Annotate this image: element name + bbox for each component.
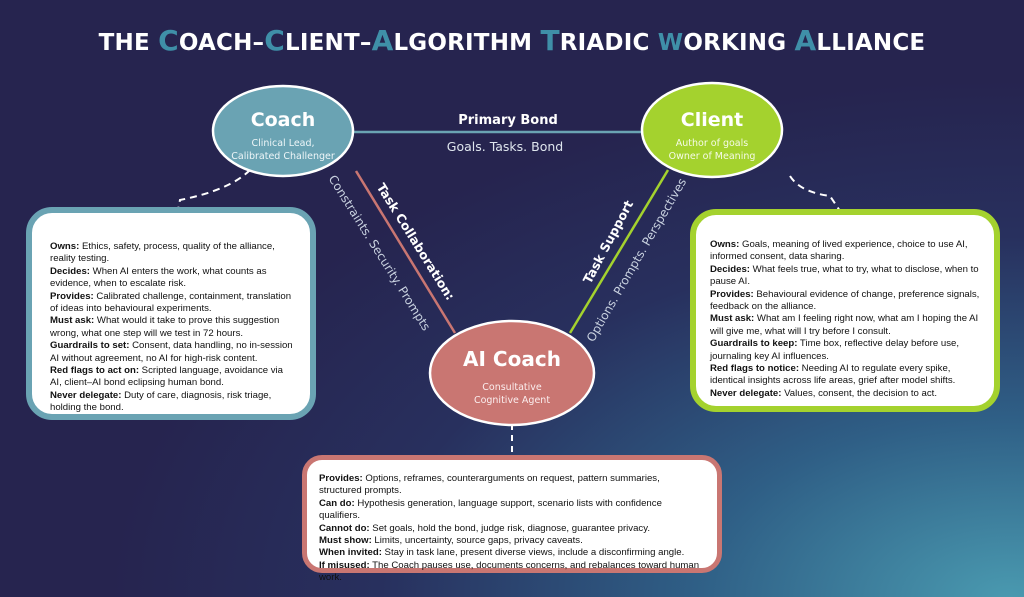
entry-value: The Coach pauses use, documents concerns… bbox=[319, 559, 700, 584]
coach-responsibilities-box: Owns: Ethics, safety, process, quality o… bbox=[26, 207, 316, 420]
entry-key: Owns: bbox=[50, 241, 80, 252]
box-entry: Provides: Calibrated challenge, containm… bbox=[50, 291, 296, 316]
box-entry: Decides: When AI enters the work, what c… bbox=[50, 266, 296, 291]
entry-key: Provides: bbox=[710, 288, 754, 300]
title-highlight-letter: C bbox=[264, 24, 285, 57]
box-entry: If misused: The Coach pauses use, docume… bbox=[319, 560, 705, 585]
entry-key: Never delegate: bbox=[50, 389, 122, 401]
entry-key: When invited: bbox=[319, 547, 382, 559]
entry-key: Must ask: bbox=[710, 313, 755, 325]
client-connector bbox=[789, 175, 843, 215]
entry-key: If misused: bbox=[319, 559, 370, 571]
entry-key: Owns: bbox=[710, 239, 740, 250]
primary-bond-sub: Goals. Tasks. Bond bbox=[447, 139, 563, 154]
title-highlight-letter: A bbox=[794, 24, 817, 57]
box-entry: Never delegate: Values, consent, the dec… bbox=[710, 388, 980, 400]
entry-value: Calibrated challenge, containment, trans… bbox=[50, 290, 292, 315]
task-collaboration-line bbox=[354, 170, 457, 334]
box-entry: When invited: Stay in task lane, present… bbox=[319, 547, 705, 559]
box-entry: Owns: Ethics, safety, process, quality o… bbox=[50, 241, 296, 266]
ai-coach-name: AI Coach bbox=[463, 347, 561, 371]
entry-key: Can do: bbox=[319, 497, 355, 509]
title-text: LGORITHM bbox=[393, 30, 541, 56]
entry-key: Provides: bbox=[50, 290, 94, 302]
box-entry: Can do: Hypothesis generation, language … bbox=[319, 498, 705, 523]
entry-key: Provides: bbox=[319, 473, 363, 484]
entry-key: Guardrails to keep: bbox=[710, 338, 798, 350]
entry-key: Guardrails to set: bbox=[50, 340, 130, 352]
entry-key: Decides: bbox=[50, 265, 90, 277]
entry-key: Must show: bbox=[319, 535, 372, 547]
task-support-line bbox=[568, 169, 670, 334]
entry-value: Limits, uncertainty, source gaps, privac… bbox=[371, 535, 583, 547]
entry-value: What feels true, what to try, what to di… bbox=[710, 263, 979, 288]
task-collaboration-label: Task Collaboration: bbox=[374, 180, 458, 303]
entry-value: Scripted language, avoidance via AI, cli… bbox=[50, 365, 284, 389]
coach-role-2: Calibrated Challenger bbox=[231, 151, 335, 162]
box-entry: Decides: What feels true, what to try, w… bbox=[710, 264, 980, 289]
title-highlight-letter: T bbox=[540, 24, 560, 57]
client-node: Client Author of goals Owner of Meaning bbox=[640, 81, 784, 179]
coach-node: Coach Clinical Lead, Calibrated Challeng… bbox=[211, 84, 355, 178]
entry-value: Set goals, hold the bond, judge risk, di… bbox=[369, 522, 650, 534]
entry-value: Options, reframes, counterarguments on r… bbox=[319, 473, 660, 497]
title-text: THE bbox=[98, 30, 159, 56]
title-text: LLIANCE bbox=[816, 30, 926, 56]
coach-role-1: Clinical Lead, bbox=[251, 138, 314, 149]
entry-value: Stay in task lane, present diverse views… bbox=[381, 547, 685, 559]
entry-key: Must ask: bbox=[50, 315, 95, 327]
ai-coach-role-1: Consultative bbox=[482, 382, 542, 393]
client-role-1: Author of goals bbox=[676, 138, 748, 149]
box-entry: Provides: Behavioural evidence of change… bbox=[710, 289, 980, 314]
box-entry: Guardrails to keep: Time box, reflective… bbox=[710, 338, 980, 363]
entry-value: Behavioural evidence of change, preferen… bbox=[710, 288, 980, 313]
box-entry: Guardrails to set: Consent, data handlin… bbox=[50, 340, 296, 365]
entry-value: Duty of care, diagnosis, risk triage, ho… bbox=[50, 389, 272, 414]
box-entry: Must ask: What am I feeling right now, w… bbox=[710, 313, 980, 338]
entry-value: Ethics, safety, process, quality of the … bbox=[50, 241, 275, 265]
title-text: ORKING bbox=[683, 30, 795, 56]
title-text: OACH– bbox=[178, 30, 265, 56]
entry-value: What would it take to prove this suggest… bbox=[50, 315, 280, 339]
ai-coach-responsibilities-box: Provides: Options, reframes, counterargu… bbox=[302, 455, 722, 583]
client-role-2: Owner of Meaning bbox=[669, 151, 756, 162]
entry-value: When AI enters the work, what counts as … bbox=[50, 265, 267, 290]
entry-key: Red flags to act on: bbox=[50, 365, 140, 377]
entry-value: What am I feeling right now, what am I h… bbox=[710, 313, 979, 337]
title-text: RIADIC bbox=[559, 30, 658, 56]
entry-key: Red flags to notice: bbox=[710, 363, 800, 375]
entry-value: Values, consent, the decision to act. bbox=[781, 387, 937, 399]
client-responsibilities-box: Owns: Goals, meaning of lived experience… bbox=[690, 209, 1000, 412]
ai-coach-role-2: Cognitive Agent bbox=[474, 395, 550, 406]
entry-value: Time box, reflective delay before use, j… bbox=[710, 338, 960, 362]
title-highlight-letter: A bbox=[371, 24, 394, 57]
primary-bond-label: Primary Bond bbox=[458, 113, 558, 128]
entry-key: Never delegate: bbox=[710, 387, 782, 399]
box-entry: Provides: Options, reframes, counterargu… bbox=[319, 473, 705, 498]
diagram-title: THE COACH–CLIENT–ALGORITHM TRIADIC WORKI… bbox=[0, 24, 1024, 57]
client-name: Client bbox=[681, 109, 743, 131]
title-highlight-letter: C bbox=[158, 24, 179, 57]
box-entry: Must show: Limits, uncertainty, source g… bbox=[319, 535, 705, 547]
entry-value: Goals, meaning of lived experience, choi… bbox=[710, 239, 968, 263]
title-text: LIENT– bbox=[285, 30, 372, 56]
entry-value: Hypothesis generation, language support,… bbox=[319, 497, 662, 522]
box-entry: Owns: Goals, meaning of lived experience… bbox=[710, 239, 980, 264]
entry-key: Cannot do: bbox=[319, 522, 370, 534]
box-entry: Cannot do: Set goals, hold the bond, jud… bbox=[319, 523, 705, 535]
title-highlight-letter: W bbox=[657, 30, 684, 56]
box-entry: Red flags to act on: Scripted language, … bbox=[50, 365, 296, 390]
entry-value: Consent, data handling, no in-session AI… bbox=[50, 340, 293, 364]
entry-key: Decides: bbox=[710, 263, 750, 275]
box-entry: Never delegate: Duty of care, diagnosis,… bbox=[50, 390, 296, 415]
coach-name: Coach bbox=[251, 109, 316, 131]
coach-connector bbox=[177, 169, 251, 211]
box-entry: Must ask: What would it take to prove th… bbox=[50, 315, 296, 340]
ai-coach-node: AI Coach Consultative Cognitive Agent bbox=[428, 319, 596, 427]
box-entry: Red flags to notice: Needing AI to regul… bbox=[710, 363, 980, 388]
entry-value: Needing AI to regulate every spike, iden… bbox=[710, 363, 956, 387]
